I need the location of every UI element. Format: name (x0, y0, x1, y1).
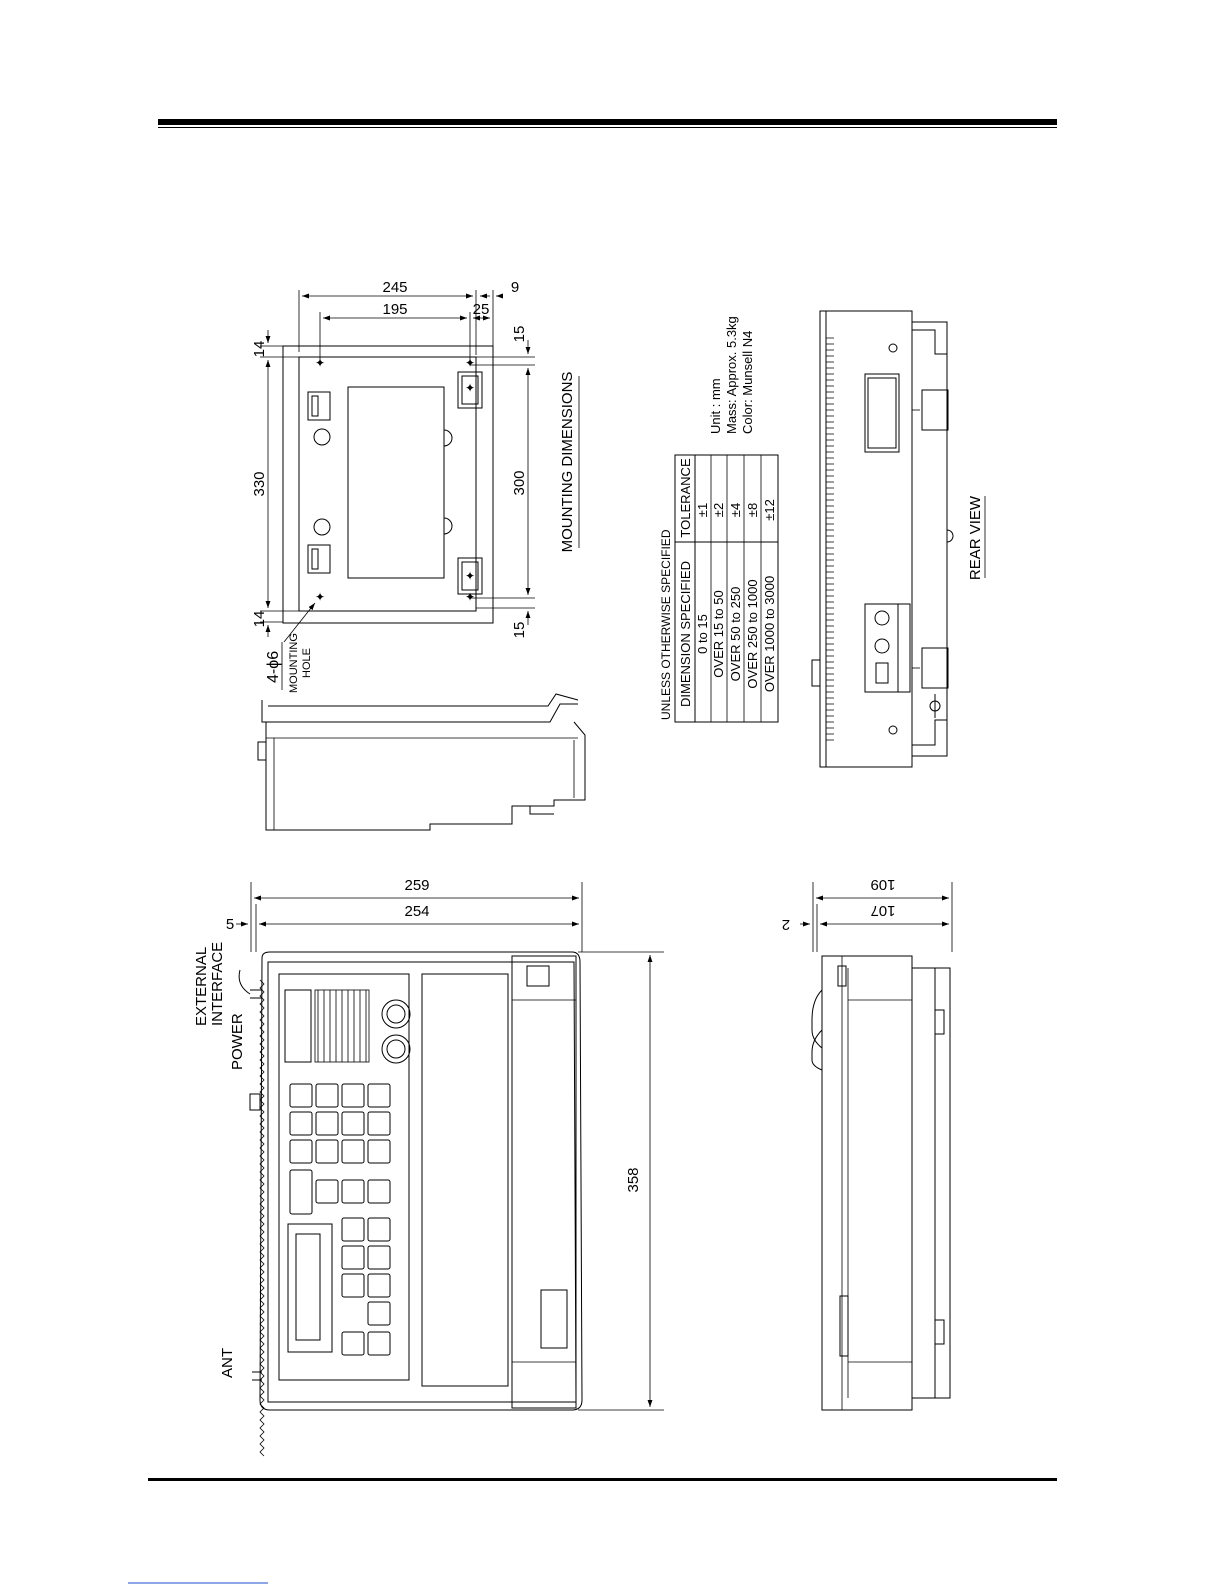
front-view: 259 254 5 358 (193, 877, 664, 1457)
mounting-dimensions-view: ✦ ✦ ✦ ✦ ✦ ✦ 245 9 195 25 14 330 14 (251, 279, 580, 693)
hole-count: 4- (265, 669, 282, 683)
header-dimension: DIMENSION SPECIFIED (678, 561, 693, 707)
row-dimension: OVER 250 to 1000 (745, 579, 760, 688)
side-profile-top (257, 693, 586, 831)
row-dimension: 0 to 15 (695, 614, 710, 654)
spec-notes: Unit : mm Mass: Approx. 5.3kg Color: Mun… (708, 316, 755, 434)
label-interface: INTERFACE (209, 942, 226, 1026)
mounting-hole-mark: ✦ (315, 356, 325, 370)
label-power: POWER (229, 1013, 246, 1070)
row-dimension: OVER 15 to 50 (711, 590, 726, 677)
mounting-dimensions-title: MOUNTING DIMENSIONS (559, 372, 576, 553)
row-dimension: OVER 1000 to 3000 (762, 576, 777, 692)
dim-300: 300 (511, 470, 528, 495)
hole-label-mounting: MOUNTING (288, 633, 300, 693)
dim-245: 245 (382, 279, 407, 296)
dim-2: 2 (782, 916, 790, 933)
dim-14-top: 14 (251, 341, 268, 358)
header-tolerance: TOLERANCE (678, 458, 693, 538)
mounting-hole-mark: ✦ (315, 590, 325, 604)
mounting-hole-mark: ✦ (465, 381, 475, 395)
dim-9: 9 (511, 279, 519, 296)
rear-view: REAR VIEW (811, 310, 986, 768)
mounting-hole-mark: ✦ (465, 569, 475, 583)
mounting-hole-mark: ✦ (465, 356, 475, 370)
dim-358: 358 (625, 1167, 642, 1192)
side-view: 109 107 2 (782, 876, 953, 1411)
hole-label-hole: HOLE (301, 648, 313, 678)
hole-size: 6 (265, 651, 282, 660)
row-dimension: OVER 50 to 250 (728, 587, 743, 682)
label-external: EXTERNAL (193, 947, 210, 1026)
dim-15-bottom: 15 (511, 622, 528, 639)
tolerance-table: UNLESS OTHERWISE SPECIFIED DIMENSION SPE… (659, 454, 779, 723)
hole-callout: 4-ϕ6 (265, 651, 282, 683)
dim-109: 109 (870, 876, 895, 893)
mounting-hole-mark: ✦ (465, 590, 475, 604)
hole-symbol: ϕ (265, 660, 282, 669)
dim-254: 254 (404, 903, 429, 920)
dim-14-bottom: 14 (251, 611, 268, 628)
rear-view-title: REAR VIEW (967, 495, 984, 580)
row-tolerance: ±4 (728, 503, 743, 517)
dim-15-top: 15 (511, 326, 528, 343)
spec-mass: Mass: Approx. 5.3kg (724, 316, 739, 434)
row-tolerance: ±8 (745, 503, 760, 517)
row-tolerance: ±2 (711, 503, 726, 517)
tolerance-table-title: UNLESS OTHERWISE SPECIFIED (659, 529, 673, 720)
footer-rule (148, 1478, 1057, 1481)
spec-unit: Unit : mm (708, 378, 723, 434)
label-ant: ANT (219, 1348, 236, 1378)
dim-5: 5 (226, 916, 234, 933)
dim-107: 107 (870, 902, 895, 919)
dim-195: 195 (382, 301, 407, 318)
spec-color: Color: Munsell N4 (740, 331, 755, 434)
dim-330: 330 (251, 471, 268, 496)
header-rule (158, 119, 1057, 125)
dim-25: 25 (473, 301, 490, 318)
dim-259: 259 (404, 877, 429, 894)
row-tolerance: ±1 (695, 503, 710, 517)
row-tolerance: ±12 (762, 499, 777, 521)
